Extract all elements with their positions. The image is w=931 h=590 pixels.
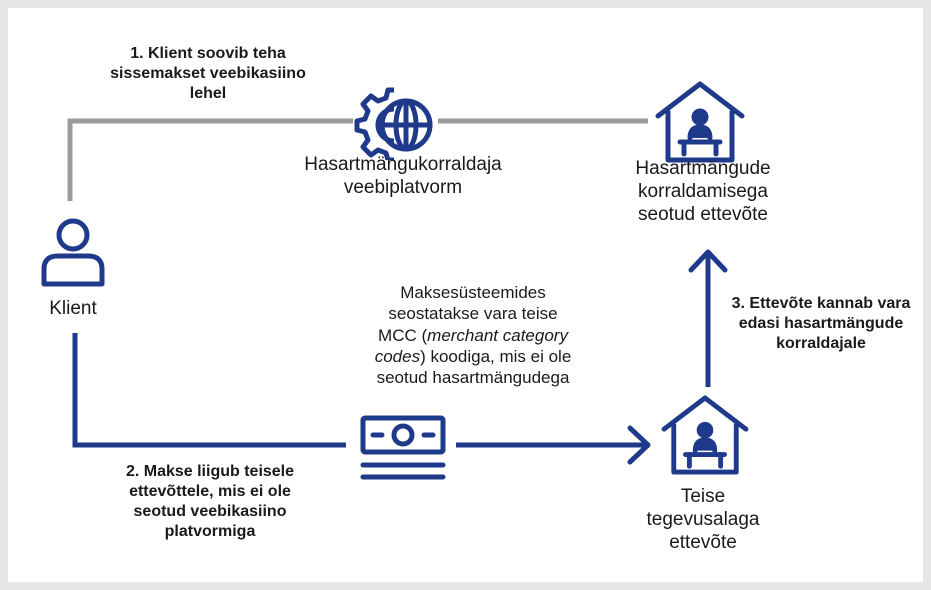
gambling-company-label: Hasartmängude korraldamisega seotud ette…	[635, 158, 771, 225]
connectors	[67, 118, 728, 465]
mcc-note-italic2: codes	[374, 346, 421, 366]
office-building-icon	[655, 81, 745, 163]
mcc-note-italic1: merchant category	[427, 325, 568, 345]
office-building-icon	[661, 395, 749, 475]
platform-label: Hasartmängukorraldaja veebiplatvorm	[304, 154, 502, 198]
step-2-text: 2. Makse liigub teisele ettevõttele, mis…	[125, 463, 295, 540]
connector-client-to-payment	[72, 333, 346, 448]
arrowhead-right	[627, 425, 651, 465]
mcc-note-part2: ) koodiga, mis ei ole seotud hasartmängu…	[376, 346, 572, 387]
diagram-canvas: 1. Klient soovib teha sissemakset veebik…	[8, 8, 923, 582]
step-1-text: 1. Klient soovib teha sissemakset veebik…	[110, 45, 306, 102]
money-bills-icon	[360, 415, 446, 480]
mcc-note: Maksesüsteemides seostatakse vara teise …	[348, 282, 598, 388]
step-3-text: 3. Ettevõte kannab vara edasi hasartmäng…	[731, 295, 911, 352]
person-icon	[41, 218, 105, 287]
connector-client-to-platform	[67, 118, 353, 201]
client-label: Klient	[49, 298, 97, 319]
mcc-note-part1: Maksesüsteemides seostatakse vara teise …	[378, 283, 558, 345]
gear-globe-icon	[354, 87, 433, 160]
other-company-label: Teise tegevusalaga ettevõte	[646, 486, 760, 553]
arrowhead-up	[688, 249, 728, 273]
